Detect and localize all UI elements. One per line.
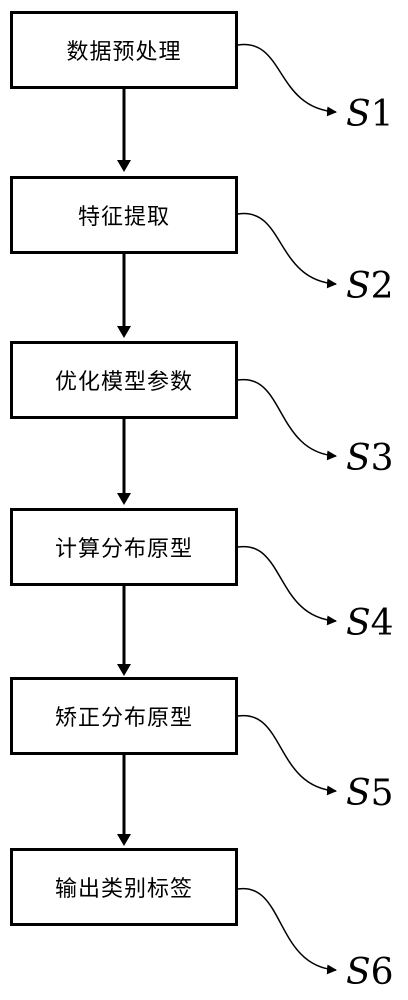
step-label-s5-letter: S: [346, 772, 371, 814]
step-box-3: 优化模型参数: [10, 341, 238, 419]
step-label-s3-letter: S: [346, 437, 371, 479]
flow-arrow-5-6: [117, 755, 131, 846]
leader-arrow-s6: [237, 888, 337, 975]
flow-arrow-1-2: [117, 88, 131, 172]
step-box-2: 特征提取: [10, 176, 238, 254]
leader-arrow-s3: [237, 379, 337, 461]
step-box-6-text: 输出类别标签: [54, 877, 193, 902]
leader-arrow-s4: [237, 545, 337, 626]
step-box-1: 数据预处理: [10, 11, 238, 89]
step-box-5: 矫正分布原型: [10, 677, 238, 755]
step-label-s3-number: 3: [370, 437, 394, 479]
step-label-s5-number: 5: [370, 772, 394, 814]
flow-arrow-2-3: [117, 253, 131, 338]
step-box-4-text: 计算分布原型: [54, 537, 193, 562]
step-box-4: 计算分布原型: [10, 508, 238, 586]
step-label-s1-letter: S: [346, 93, 371, 135]
flow-arrow-3-4: [117, 419, 131, 505]
step-label-s6-number: 6: [370, 951, 394, 993]
step-box-1-text: 数据预处理: [66, 40, 182, 65]
step-label-s4-letter: S: [346, 602, 371, 644]
flow-arrow-4-5: [117, 586, 131, 676]
step-label-s4-number: 4: [370, 602, 394, 644]
step-label-s6-letter: S: [346, 951, 371, 993]
step-label-s1-number: 1: [370, 93, 394, 135]
step-label-s2-number: 2: [370, 265, 394, 307]
leader-arrow-s1: [237, 43, 337, 117]
leader-arrow-s5: [237, 714, 337, 796]
step-box-3-text: 优化模型参数: [54, 370, 193, 395]
step-box-6: 输出类别标签: [10, 848, 238, 926]
step-label-s2-letter: S: [346, 265, 371, 307]
step-box-2-text: 特征提取: [77, 205, 170, 230]
leader-arrow-s2: [237, 212, 337, 289]
step-box-5-text: 矫正分布原型: [54, 706, 193, 731]
